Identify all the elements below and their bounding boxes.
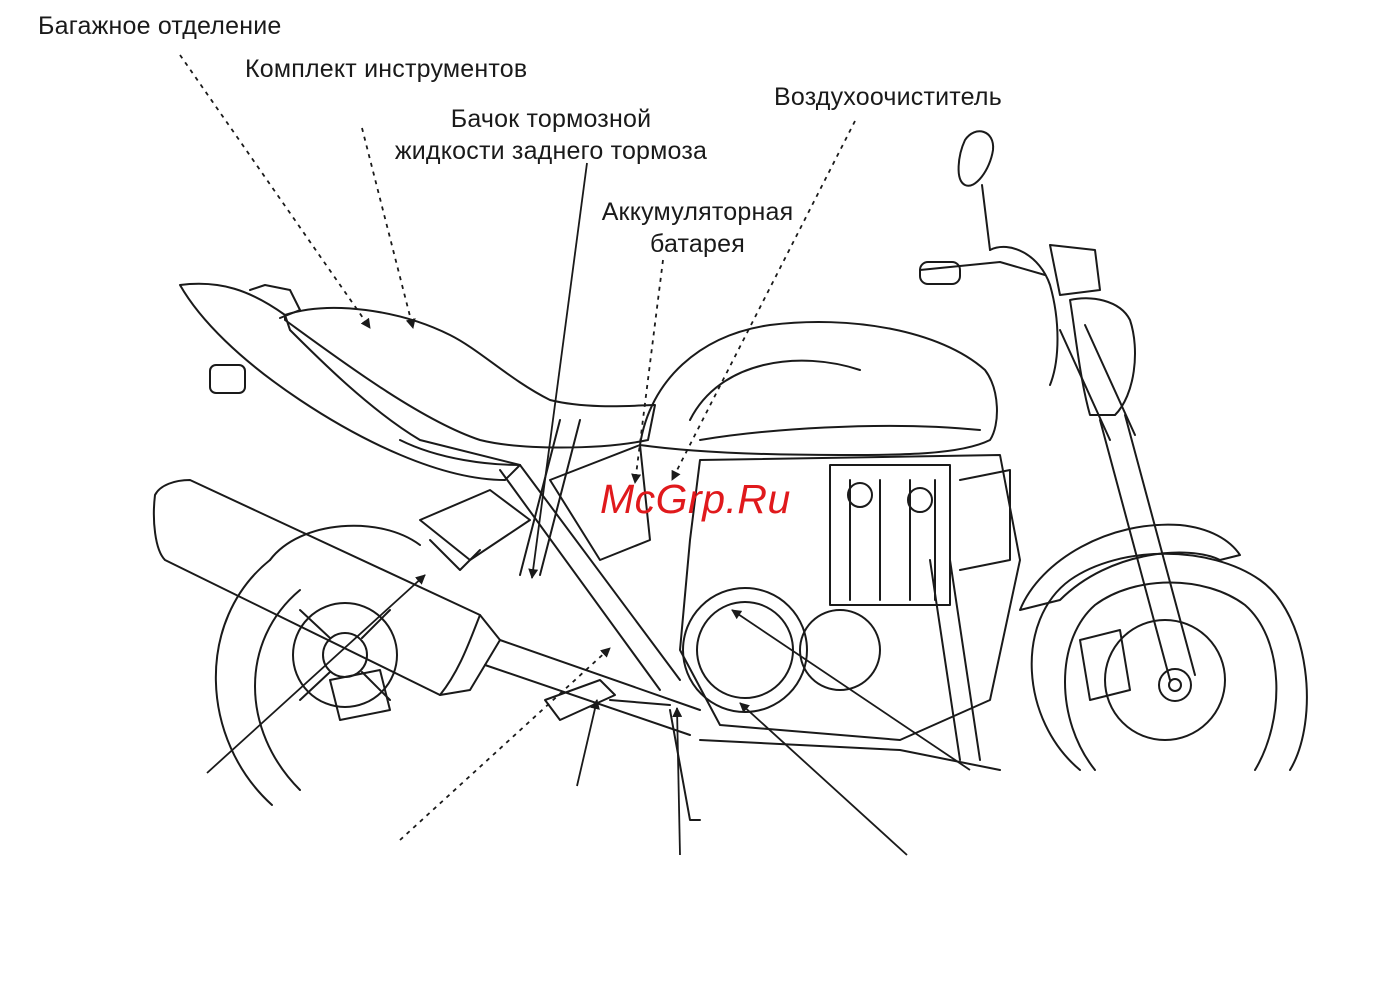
leader-left-1 <box>207 575 425 773</box>
rear-carrier <box>420 490 530 570</box>
leader-right-1 <box>732 610 970 770</box>
headlight <box>1050 245 1135 415</box>
leader-brake-reservoir <box>532 163 587 578</box>
label-luggage: Багажное отделение <box>38 11 281 43</box>
leader-left-2 <box>400 648 610 840</box>
mirror <box>959 131 994 250</box>
label-air-cleaner: Воздухоочиститель <box>774 82 1002 114</box>
handlebar <box>920 247 1058 385</box>
leader-right-2 <box>740 703 907 855</box>
label-battery-line1: Аккумуляторная <box>585 197 810 229</box>
fuel-tank <box>640 322 997 455</box>
label-brake-reservoir: Бачок тормозной жидкости заднего тормоза <box>376 104 726 167</box>
footpeg-stand <box>330 670 700 820</box>
leader-battery <box>635 260 663 483</box>
tail-section <box>180 284 520 480</box>
label-brake-reservoir-line2: жидкости заднего тормоза <box>376 136 726 168</box>
leader-air-cleaner <box>672 121 855 480</box>
front-wheel <box>1032 554 1307 770</box>
watermark: McGrp.Ru <box>600 476 791 523</box>
label-battery-line2: батарея <box>585 229 810 261</box>
label-battery: Аккумуляторная батарея <box>585 197 810 260</box>
label-brake-reservoir-line1: Бачок тормозной <box>376 104 726 136</box>
seat <box>285 308 655 465</box>
front-fork <box>1060 325 1195 680</box>
rear-wheel <box>216 526 420 805</box>
label-toolkit: Комплект инструментов <box>245 54 527 86</box>
leader-bottom-1 <box>577 700 597 786</box>
